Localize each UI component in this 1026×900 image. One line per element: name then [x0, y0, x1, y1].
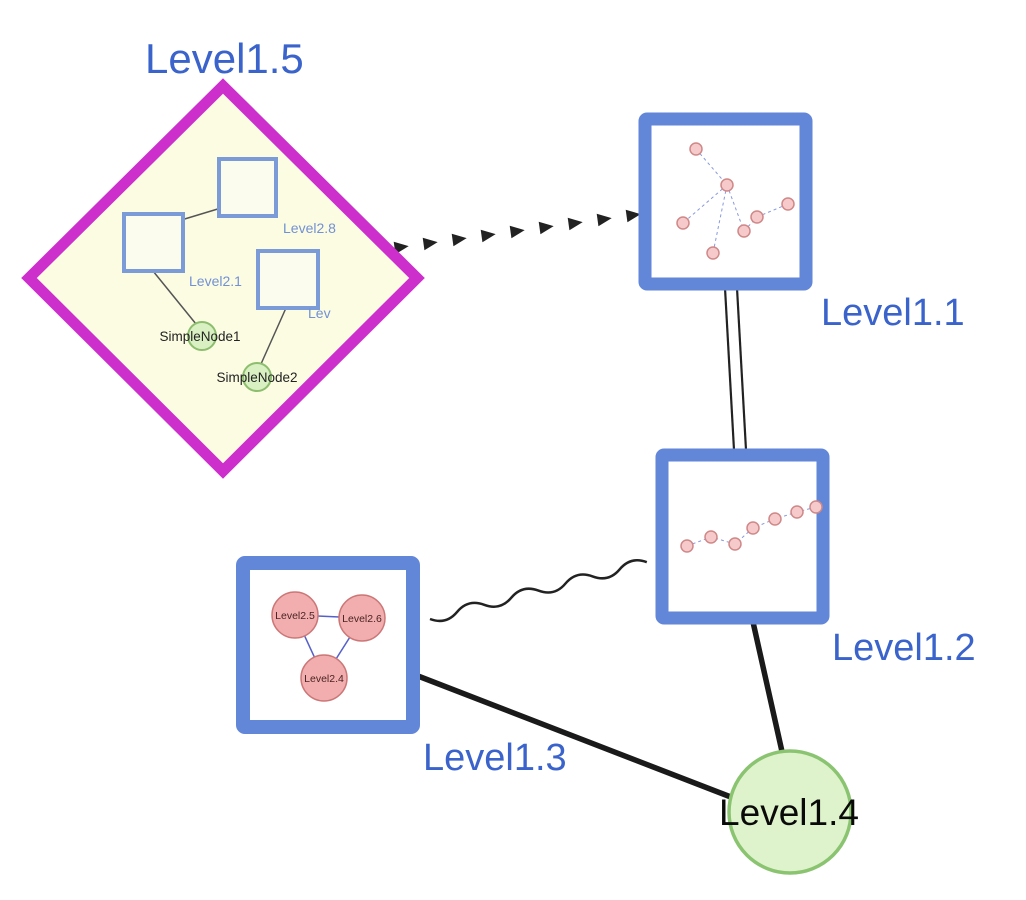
node-label-level2-6: Level2.6: [342, 613, 382, 625]
edge-level21-simplenode1[interactable]: [152, 270, 197, 325]
level1-3-inner-graph: Level2.5 Level2.6 Level2.4: [271, 591, 386, 702]
node-simplenode2[interactable]: [242, 362, 272, 392]
edge-layer: [393, 209, 786, 802]
node-label-simplenode2: SimpleNode2: [216, 370, 297, 385]
node-label-level1-5: Level1.5: [145, 35, 304, 82]
edge-level13-level12[interactable]: [429, 559, 648, 623]
edge-level15-level11[interactable]: [393, 209, 641, 255]
node-label-level2-8: Level2.8: [283, 220, 336, 236]
group-node-level1-5[interactable]: Level2.8 Level2.1 Lev SimpleNode1 Simple…: [21, 78, 425, 479]
node-label-level1-3: Level1.3: [423, 737, 567, 779]
level1-1-box-shape[interactable]: [638, 112, 813, 291]
level1-2-inner-node[interactable]: [728, 537, 742, 551]
node-label-level1-2: Level1.2: [832, 627, 976, 669]
level1-1-inner-node[interactable]: [781, 197, 795, 211]
level1-1-inner-node[interactable]: [737, 224, 751, 238]
node-label-level1-1: Level1.1: [821, 292, 965, 334]
group-node-level1-2[interactable]: [655, 448, 830, 625]
level1-1-inner-node[interactable]: [720, 178, 734, 192]
node-level2-1[interactable]: [122, 212, 185, 273]
level1-2-inner-node[interactable]: [768, 512, 782, 526]
level1-2-box-shape[interactable]: [655, 448, 830, 625]
group-node-level1-3[interactable]: Level2.5 Level2.6 Level2.4: [236, 556, 420, 734]
node-level2-8[interactable]: [217, 157, 278, 218]
node-level2-5[interactable]: [271, 591, 319, 639]
level1-2-inner-node[interactable]: [704, 530, 718, 544]
node-level2-6[interactable]: [338, 594, 386, 642]
level1-2-inner-node[interactable]: [680, 539, 694, 553]
level1-2-inner-node[interactable]: [746, 521, 760, 535]
level1-1-inner-node[interactable]: [750, 210, 764, 224]
edge-level28-level21[interactable]: [177, 207, 222, 222]
node-label-level1-4: Level1.4: [719, 792, 859, 833]
node-level1-4[interactable]: Level1.4: [719, 749, 859, 875]
node-label-level2-5: Level2.5: [275, 610, 315, 622]
level1-1-inner-node[interactable]: [706, 246, 720, 260]
level1-1-inner-node[interactable]: [689, 142, 703, 156]
node-label-simplenode1: SimpleNode1: [159, 329, 240, 344]
level1-2-inner-graph: [680, 500, 823, 553]
node-simplenode1[interactable]: [187, 321, 217, 351]
level1-1-inner-node[interactable]: [676, 216, 690, 230]
edge-level13-level14[interactable]: [415, 673, 739, 802]
level1-5-diamond-shape[interactable]: [21, 78, 425, 479]
edge-level11-level12[interactable]: [723, 287, 748, 451]
level1-3-box-shape[interactable]: [236, 556, 420, 734]
node-level2-4[interactable]: [300, 654, 348, 702]
edge-level12-level14[interactable]: [750, 619, 786, 759]
node-level2-lev[interactable]: [256, 249, 320, 310]
node-label-lev: Lev: [308, 305, 331, 321]
node-label-level2-4: Level2.4: [304, 673, 344, 685]
level1-2-inner-node[interactable]: [809, 500, 823, 514]
level1-1-inner-graph: [676, 142, 795, 260]
edge-lev-simplenode2[interactable]: [260, 307, 287, 365]
node-label-level2-1: Level2.1: [189, 273, 242, 289]
level1-2-inner-node[interactable]: [790, 505, 804, 519]
group-node-level1-1[interactable]: [638, 112, 813, 291]
level1-4-circle-shape[interactable]: [727, 749, 853, 875]
